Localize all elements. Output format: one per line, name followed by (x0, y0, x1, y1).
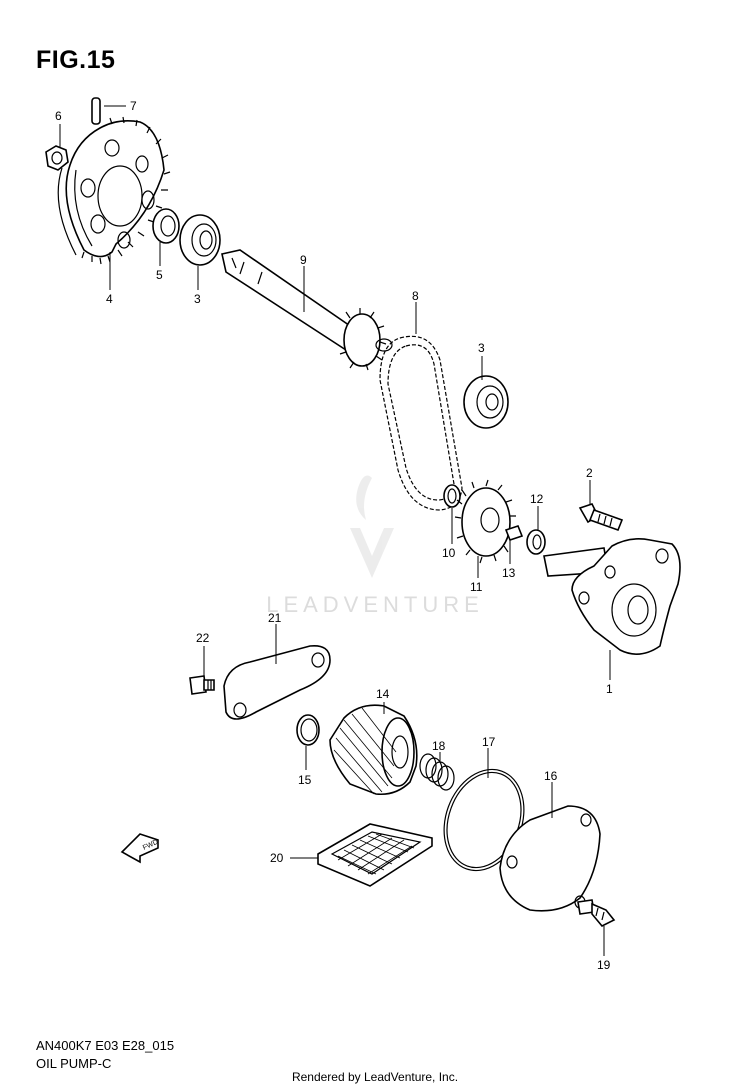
callout-13: 13 (502, 566, 516, 580)
callout-7: 7 (130, 99, 137, 113)
part-10-circlip[interactable] (443, 484, 461, 508)
part-21-plate-bracket[interactable] (223, 644, 331, 720)
part-3-bearing-upper[interactable] (179, 214, 221, 266)
part-8-chain[interactable] (379, 335, 463, 511)
callout-12: 12 (530, 492, 544, 506)
callout-15: 15 (298, 773, 312, 787)
callout-16: 16 (544, 769, 558, 783)
part-5-collar[interactable] (152, 208, 180, 244)
callout-3-lower: 3 (478, 341, 485, 355)
part-4-driven-gear[interactable] (57, 116, 171, 265)
leader-lines (59, 105, 611, 956)
part-18-spring[interactable] (419, 753, 455, 791)
part-16-filter-cover[interactable] (499, 805, 601, 912)
callout-8: 8 (412, 289, 419, 303)
footer-credit: Rendered by LeadVenture, Inc. (291, 1070, 459, 1084)
callout-21: 21 (268, 611, 282, 625)
watermark-logo (350, 475, 394, 578)
callout-3-upper: 3 (194, 292, 201, 306)
callout-2: 2 (586, 466, 593, 480)
part-2-bolt[interactable] (578, 503, 624, 532)
model-code: AN400K7 E03 E28_015 (36, 1038, 175, 1053)
part-9-shaft[interactable] (221, 249, 393, 371)
diagram-subtitle: OIL PUMP-C (36, 1056, 112, 1071)
part-15-o-ring[interactable] (296, 714, 320, 746)
callout-1: 1 (606, 682, 613, 696)
part-22-bolt[interactable] (189, 675, 215, 695)
part-7-pin[interactable] (91, 97, 101, 125)
part-20-strainer[interactable] (317, 823, 433, 887)
callout-9: 9 (300, 253, 307, 267)
part-3-bearing-lower[interactable] (463, 375, 509, 429)
callout-5: 5 (156, 268, 163, 282)
callout-20: 20 (270, 851, 284, 865)
watermark-text: LEADVENTURE (266, 592, 484, 617)
part-6-nut[interactable] (45, 145, 69, 171)
callout-4: 4 (106, 292, 113, 306)
callout-18: 18 (432, 739, 446, 753)
part-19-bolt[interactable] (577, 899, 616, 927)
part-13-pin[interactable] (504, 525, 524, 541)
callout-14: 14 (376, 687, 390, 701)
callout-labels: 6 7 4 5 3 9 8 3 2 12 10 13 11 1 22 21 14… (55, 99, 613, 972)
callout-10: 10 (442, 546, 456, 560)
part-12-washer[interactable] (526, 529, 546, 555)
figure-title: FIG.15 (36, 46, 116, 74)
callout-19: 19 (597, 958, 611, 972)
callout-11: 11 (470, 580, 483, 594)
callout-6: 6 (55, 109, 62, 123)
part-1-oil-pump[interactable] (543, 538, 681, 655)
callout-17: 17 (482, 735, 496, 749)
part-14-oil-filter[interactable] (329, 704, 418, 796)
part-11-sprocket[interactable] (454, 479, 516, 564)
fwd-arrow-icon: FWD (120, 833, 159, 864)
callout-22: 22 (196, 631, 210, 645)
